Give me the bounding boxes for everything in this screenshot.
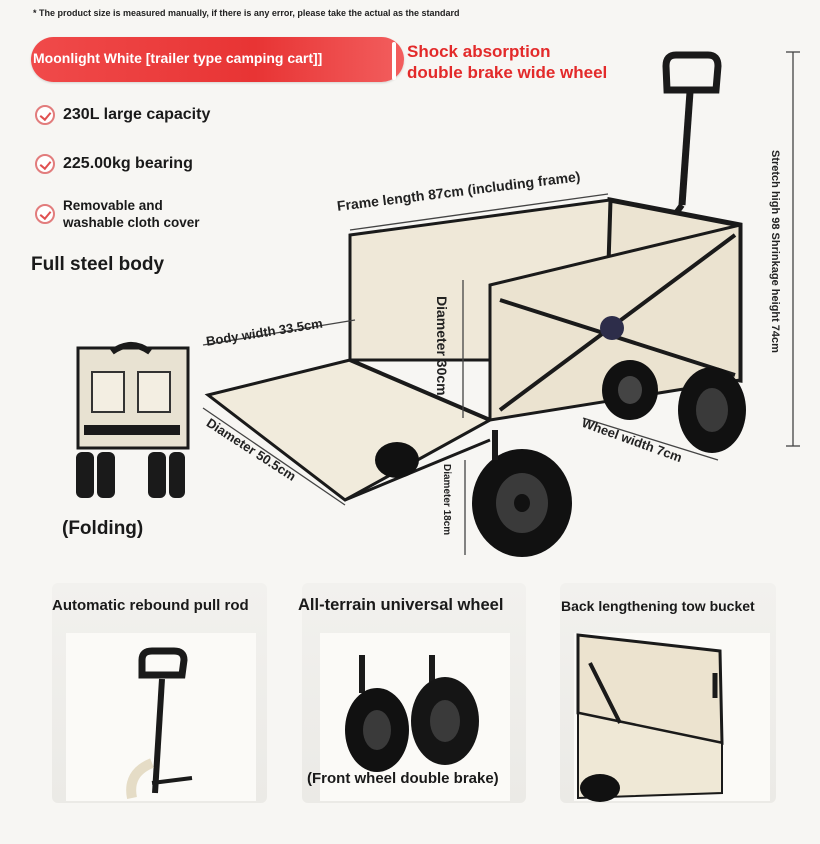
headline-line-2: double brake wide wheel (407, 63, 608, 82)
cart-illustration (76, 51, 800, 557)
headline-line-1: Shock absorption (407, 42, 551, 61)
dim-diameter-18: Diameter 18cm (441, 464, 452, 536)
panel-title: Automatic rebound pull rod (52, 597, 249, 614)
check-circle-icon (35, 105, 55, 125)
banner-divider (392, 42, 396, 80)
wheel-front-left (472, 430, 572, 557)
feature-capacity: 230L large capacity (35, 105, 210, 125)
dim-diameter-30: Diameter 30cm (434, 296, 450, 396)
full-steel-label: Full steel body (31, 254, 165, 275)
tow-bucket-image (574, 633, 770, 802)
disclaimer-note: * The product size is measured manually,… (33, 8, 460, 18)
panel-title: Back lengthening tow bucket (561, 598, 755, 614)
wheel-back-left (602, 360, 658, 420)
feature-cover: Removable and washable cloth cover (35, 197, 200, 231)
folding-label: (Folding) (62, 518, 144, 539)
check-circle-icon (35, 204, 55, 224)
feature-text: 225.00kg bearing (63, 155, 193, 172)
feature-text-line-1: Removable and (63, 198, 163, 213)
wheel-back-right (678, 367, 746, 453)
headline: Shock absorption double brake wide wheel (407, 41, 607, 83)
banner-text: Moonlight White [trailer type camping ca… (33, 50, 323, 66)
check-circle-icon (35, 154, 55, 174)
panel-tow-bucket: Back lengthening tow bucket (560, 583, 776, 803)
front-wheel-brake-caption: (Front wheel double brake) (307, 770, 499, 787)
feature-text: Removable and washable cloth cover (63, 197, 200, 231)
pull-rod-image (66, 633, 256, 801)
universal-wheel-image (320, 633, 510, 801)
product-banner (31, 37, 404, 82)
wheel-front-right (375, 442, 419, 478)
panel-universal-wheel: All-terrain universal wheel (298, 583, 526, 803)
panel-title: All-terrain universal wheel (298, 596, 504, 614)
panel-pull-rod: Automatic rebound pull rod (52, 583, 267, 803)
pull-handle-image (657, 51, 722, 237)
folded-cart-image (76, 342, 190, 498)
feature-text: 230L large capacity (63, 106, 211, 123)
feature-bearing: 225.00kg bearing (35, 154, 193, 174)
dim-stretch-height: Stretch high 98 Shrinkage height 74cm (769, 150, 781, 353)
feature-text-line-2: washable cloth cover (63, 215, 200, 230)
